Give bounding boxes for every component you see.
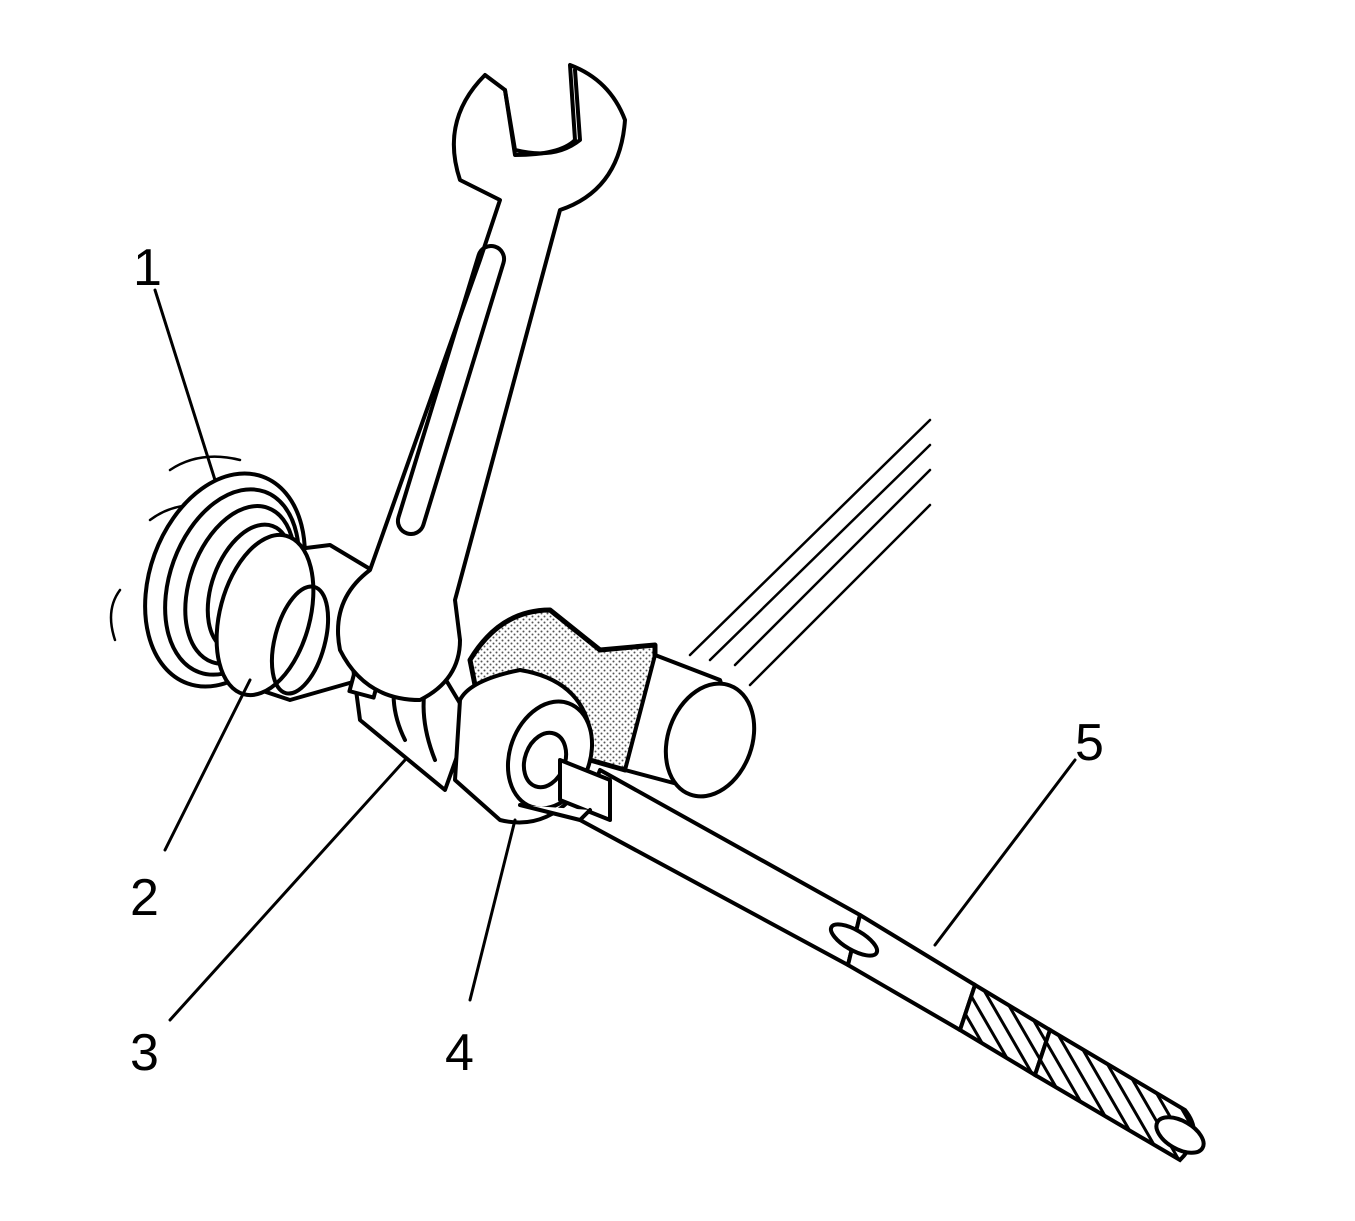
rack-housing-lines [688,418,932,687]
callout-1: 1 [133,239,162,297]
inner-tie-rod-housing [214,532,382,702]
callout-4: 4 [445,1024,474,1082]
callout-2: 2 [130,869,159,927]
open-end-wrench [336,63,627,702]
leader-lines [153,288,1077,1022]
callouts: 1 2 3 4 5 [130,239,1104,1082]
leader-5 [933,758,1077,947]
leader-4 [468,818,517,1002]
inner-tie-rod-shaft [578,768,1206,1163]
outer-tie-rod-end [453,607,757,825]
leader-3 [168,758,407,1022]
callout-5: 5 [1075,714,1104,772]
callout-3: 3 [130,1024,159,1082]
leader-1 [153,288,217,482]
leader-2 [163,678,252,852]
